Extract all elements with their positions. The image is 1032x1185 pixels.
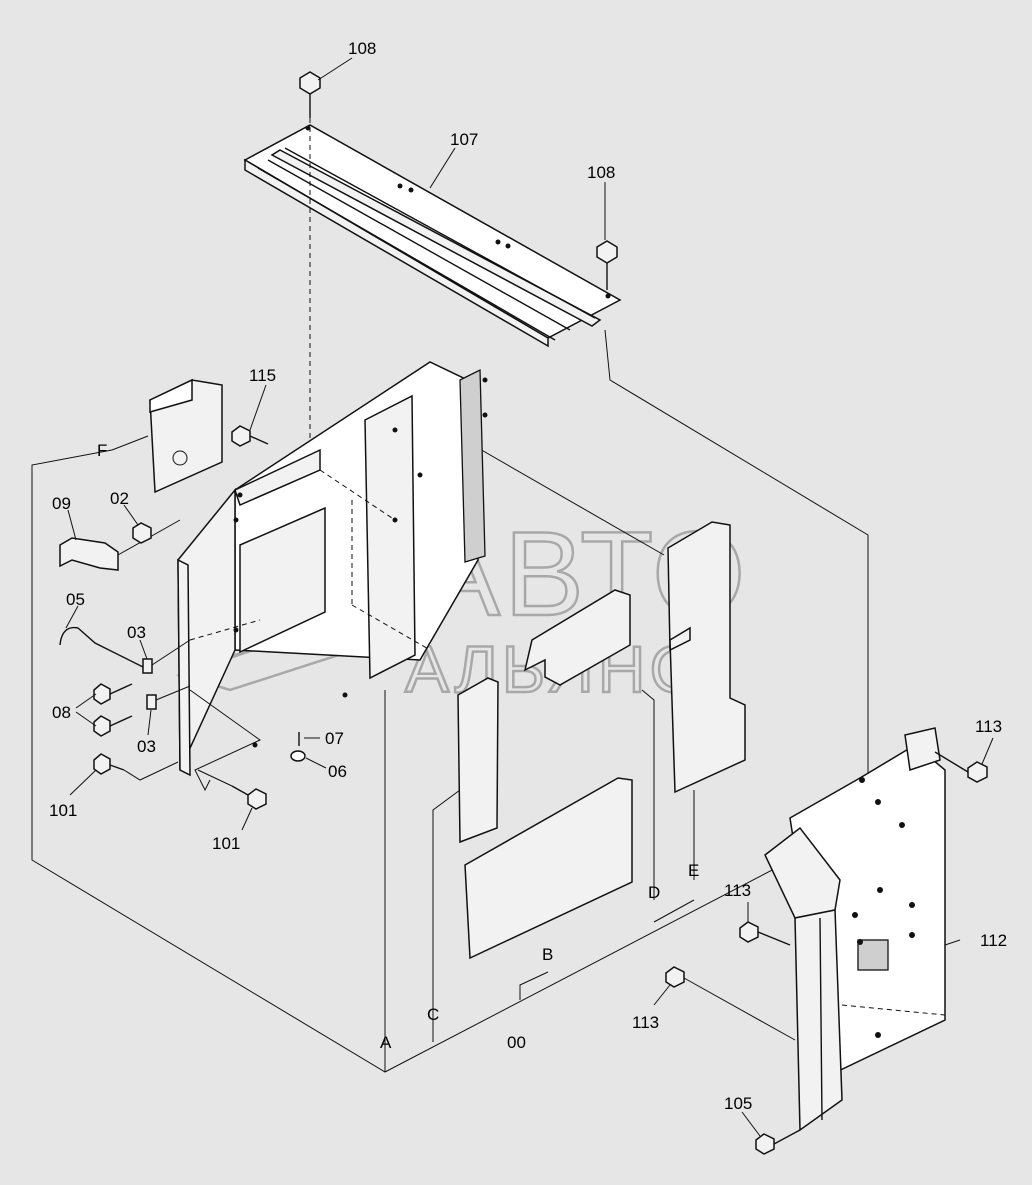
part-107-top-bracket [243,124,622,348]
label-B: B [542,945,553,964]
pad-B [464,777,633,960]
label-06: 06 [328,762,347,781]
label-112: 112 [980,931,1007,950]
part-08-bolt-upper [93,683,133,705]
main-panel [177,361,488,792]
callout-labels: 108 107 108 115 F 09 02 05 03 08 03 07 0… [49,39,1007,1113]
part-02-bolt [132,522,152,544]
part-03-lower [146,685,191,710]
part-09-clip [59,519,181,571]
label-02: 02 [110,489,129,508]
part-08-bolt-lower [93,715,133,737]
label-A: A [380,1033,392,1052]
label-108-right: 108 [587,163,615,182]
label-08: 08 [52,703,71,722]
label-113-middle: 113 [724,881,751,900]
part-112-right-panel [764,727,946,1132]
label-00: 00 [507,1033,526,1052]
part-115-bolt [231,425,269,447]
label-E: E [688,861,699,880]
label-07: 07 [325,729,344,748]
label-F: F [97,441,107,460]
label-D: D [648,883,660,902]
label-09: 09 [52,494,71,513]
enclosure-outline [31,329,869,1073]
part-113-bolt-lower [665,966,796,1041]
leader-lines [65,57,994,1137]
part-101-bolt-left [93,753,179,781]
pad-C [457,677,499,844]
part-03-upper [142,639,191,674]
label-108-top: 108 [348,39,376,58]
label-115: 115 [249,366,276,385]
pad-E [667,521,746,794]
part-06-washer [290,750,306,762]
pad-D-upper [523,589,631,686]
label-05: 05 [66,590,85,609]
bolt-108-top [299,71,321,460]
label-101-left: 101 [49,801,77,820]
label-113-lower: 113 [632,1013,659,1032]
label-113-top: 113 [975,717,1002,736]
part-113-bolt-top [934,751,988,783]
label-03-upper: 03 [127,623,146,642]
label-101-bottom: 101 [212,834,240,853]
label-105: 105 [724,1094,752,1113]
label-107: 107 [450,130,478,149]
part-101-bolt-bottom [197,769,267,810]
part-113-bolt-middle [739,921,791,946]
part-F-pad [149,378,223,494]
part-105-bolt [755,1129,801,1155]
label-C: C [427,1005,439,1024]
part-05-pin [59,626,146,669]
bolt-108-right [596,240,618,290]
label-03-lower: 03 [137,737,156,756]
